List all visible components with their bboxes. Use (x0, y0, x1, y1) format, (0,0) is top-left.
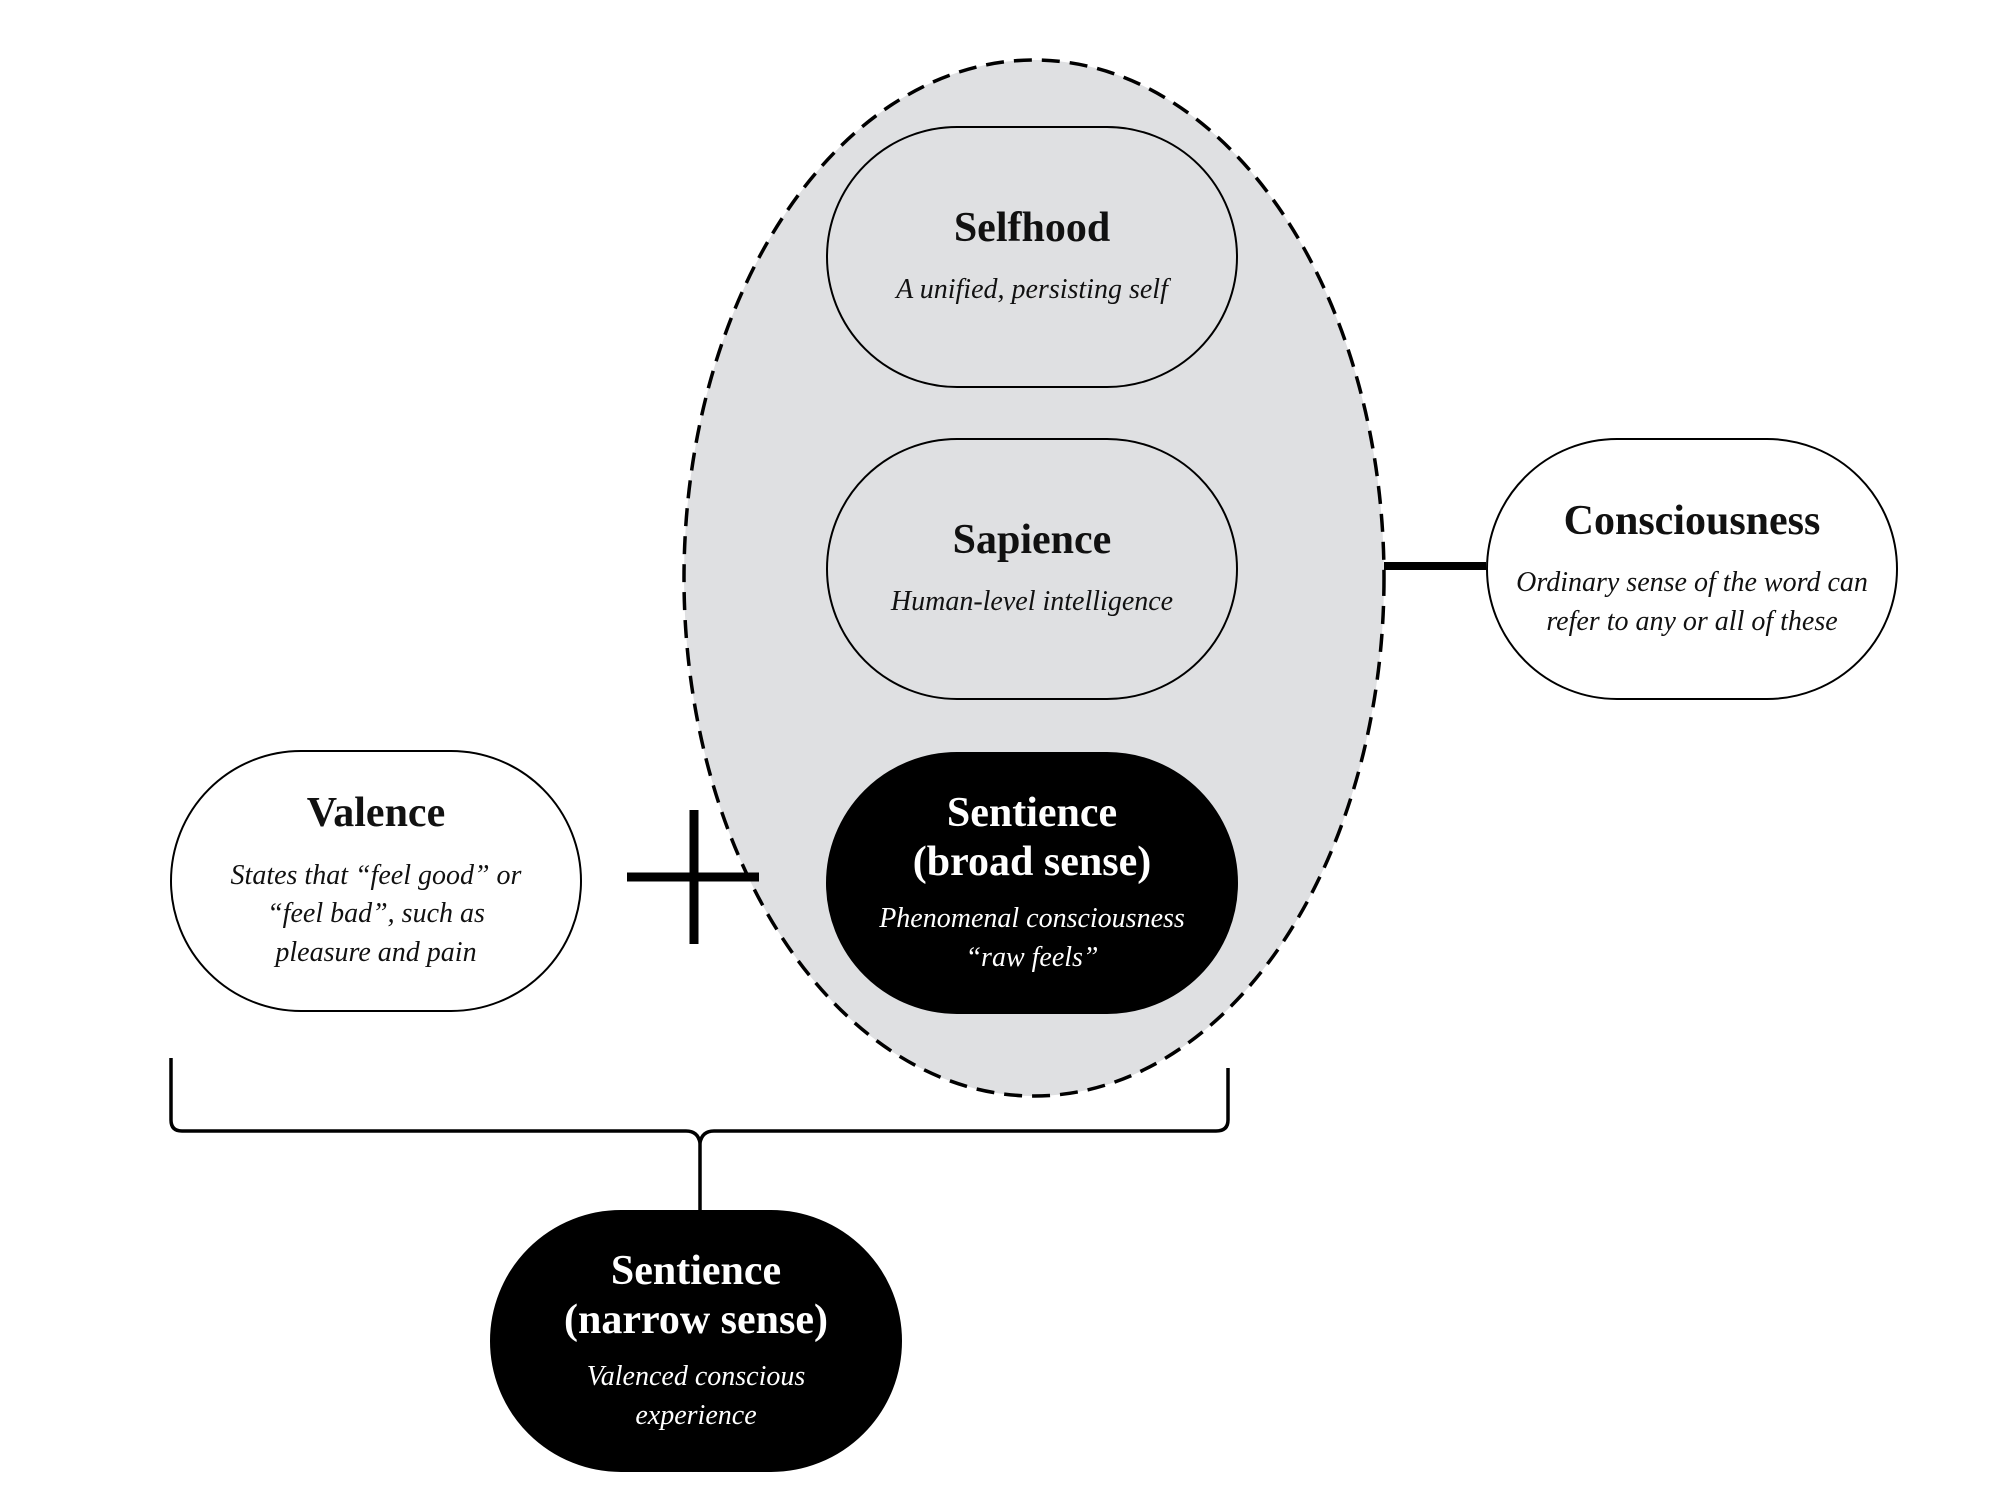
valence-description: States that “feel good” or “feel bad”, s… (230, 859, 522, 969)
sentience-narrow-description: Valenced conscious experience (586, 1360, 806, 1431)
selfhood-title: Selfhood (953, 204, 1111, 251)
plus-sign (627, 810, 759, 944)
selfhood-node: Selfhood A unified, persisting self (826, 126, 1238, 388)
sapience-title: Sapience (952, 516, 1112, 563)
sapience-node: Sapience Human-level intelligence (826, 438, 1238, 700)
consciousness-title: Consciousness (1563, 497, 1821, 544)
sentience-narrow-node: Sentience (narrow sense) Valenced consci… (490, 1210, 902, 1472)
sentience-broad-title: Sentience (broad sense) (912, 789, 1152, 886)
consciousness-node: Consciousness Ordinary sense of the word… (1486, 438, 1898, 700)
sentience-broad-node: Sentience (broad sense) Phenomenal consc… (826, 752, 1238, 1014)
valence-node: Valence States that “feel good” or “feel… (170, 750, 582, 1012)
sentience-broad-description: Phenomenal consciousness “raw feels” (879, 902, 1185, 973)
consciousness-description: Ordinary sense of the word can refer to … (1516, 567, 1868, 637)
selfhood-description: A unified, persisting self (896, 274, 1168, 306)
valence-title: Valence (306, 790, 446, 837)
sapience-description: Human-level intelligence (890, 586, 1174, 618)
sentience-narrow-title: Sentience (narrow sense) (563, 1247, 829, 1344)
